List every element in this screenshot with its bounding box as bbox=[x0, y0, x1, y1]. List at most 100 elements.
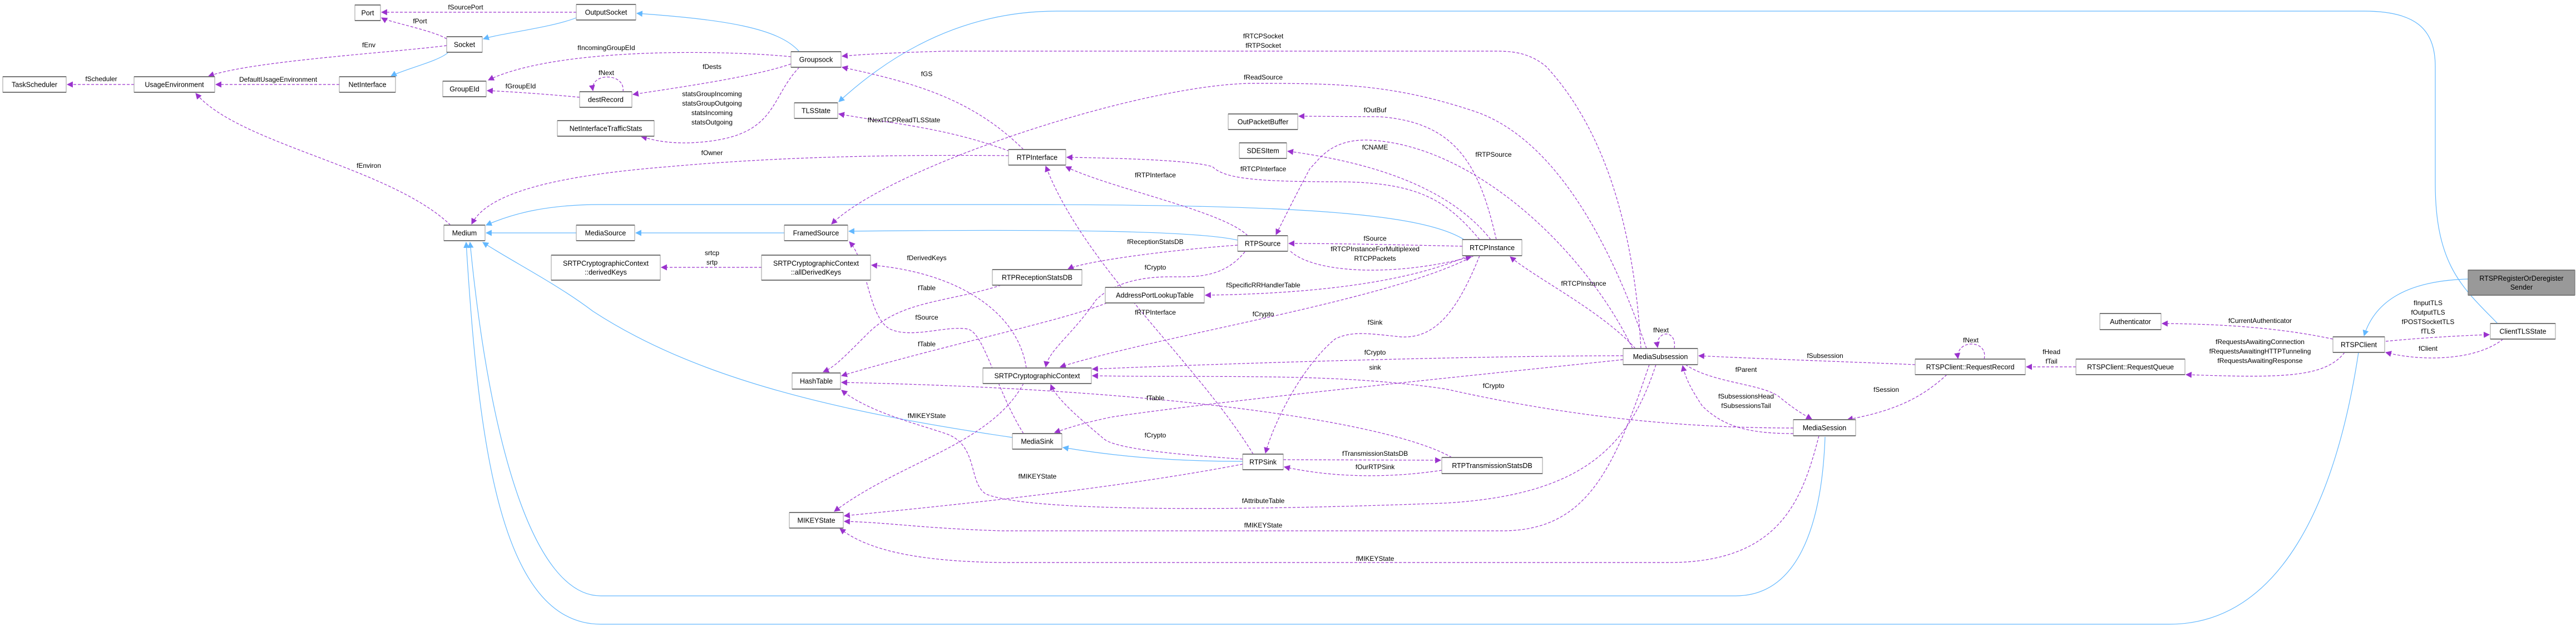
edge-label: fNext bbox=[599, 69, 615, 77]
class-node-sdesitem[interactable]: SDESItem bbox=[1239, 142, 1287, 159]
edge-label: fEnv bbox=[362, 41, 375, 49]
node-box bbox=[2332, 336, 2385, 353]
usage-edge-media-session-to-mikeystate bbox=[839, 435, 1819, 563]
edge-label: sink bbox=[1369, 364, 1381, 371]
edge-label: RTCPPackets bbox=[1354, 255, 1396, 262]
edge-label: fOutputTLS bbox=[2411, 308, 2445, 316]
class-node-dest-record[interactable]: destRecord bbox=[579, 91, 632, 108]
usage-edge-media-subsession-to-rtcpinstance bbox=[1510, 256, 1636, 349]
node-label: RTPSource bbox=[1245, 240, 1280, 247]
edge-label: fMIKEYState bbox=[1244, 521, 1283, 529]
edges-layer bbox=[66, 9, 2504, 625]
edge-label: fCNAME bbox=[1362, 143, 1388, 151]
edge-label: fDests bbox=[703, 63, 721, 71]
usage-edge-address-port-lookup-table-to-hash-table bbox=[840, 302, 1107, 377]
node-label: MIKEYState bbox=[797, 516, 835, 524]
inheritance-edge-client-tlsstate-to-tlsstate bbox=[838, 11, 2498, 324]
edge-label: fDerivedKeys bbox=[907, 254, 946, 262]
usage-edge-dest-record-to-group-eid bbox=[486, 87, 580, 98]
usage-edge-rtcpinstance-to-out-packet-buffer bbox=[1298, 113, 1497, 240]
edge-label: fMIKEYState bbox=[1018, 472, 1057, 480]
edge-label: fSource bbox=[1363, 235, 1387, 242]
class-node-rtpsink[interactable]: RTPSink bbox=[1242, 454, 1284, 470]
edge-label: fReceptionStatsDB bbox=[1127, 238, 1183, 246]
edge-label: fSpecificRRHandlerTable bbox=[1226, 281, 1301, 289]
edge-label: fSubsessionsTail bbox=[1721, 402, 1771, 410]
class-node-groupsock[interactable]: Groupsock bbox=[790, 51, 842, 68]
class-node-srtpcryptographic-context[interactable]: SRTPCryptographicContext bbox=[982, 367, 1092, 384]
inheritance-edge-rtpsink-to-media-sink bbox=[1062, 445, 1243, 462]
usage-edge-medium-to-usage-environment bbox=[195, 93, 451, 226]
usage-edge-media-subsession-to-media-session bbox=[1685, 364, 1812, 420]
class-node-rtpinterface[interactable]: RTPInterface bbox=[1008, 149, 1066, 166]
node-box bbox=[982, 367, 1092, 384]
class-node-group-eid[interactable]: GroupEId bbox=[442, 81, 487, 97]
node-label: ClientTLSState bbox=[2499, 327, 2546, 335]
usage-edge-rtpsource-to-rtcpinstance bbox=[1290, 251, 1472, 271]
usage-edge-media-subsession-to-media-subsession bbox=[1653, 334, 1675, 349]
class-node-rtptransmission-stats-db[interactable]: RTPTransmissionStatsDB bbox=[1441, 457, 1543, 474]
edge-label: fRTCPInstanceForMultiplexed bbox=[1331, 245, 1420, 253]
class-node-rtcpinstance[interactable]: RTCPInstance bbox=[1462, 239, 1522, 256]
edge-label: fNextTCPReadTLSState bbox=[868, 116, 941, 124]
node-box bbox=[1008, 149, 1066, 166]
usage-edge-srtpcryptographic-context-to-mikeystate bbox=[834, 383, 1024, 512]
class-node-authenticator[interactable]: Authenticator bbox=[2099, 313, 2162, 330]
class-node-task-scheduler[interactable]: TaskScheduler bbox=[2, 76, 67, 93]
class-node-out-packet-buffer[interactable]: OutPacketBuffer bbox=[1228, 113, 1298, 130]
edge-label: fMIKEYState bbox=[1356, 555, 1395, 563]
class-node-client-tlsstate[interactable]: ClientTLSState bbox=[2490, 323, 2556, 340]
usage-edge-rtcpinstance-to-sdesitem bbox=[1287, 148, 1491, 240]
class-node-medium[interactable]: Medium bbox=[443, 225, 486, 241]
edge-label: fRequestsAwaitingConnection bbox=[2216, 338, 2305, 346]
node-label: RTSPClient bbox=[2341, 341, 2377, 349]
inheritance-edge-rtspregister-or-deregister-sender-to-rtspclient bbox=[2362, 278, 2469, 337]
edge-label: fPort bbox=[413, 17, 427, 25]
node-box bbox=[551, 255, 661, 281]
class-node-socket[interactable]: Socket bbox=[446, 36, 483, 53]
class-node-media-session[interactable]: MediaSession bbox=[1793, 419, 1856, 436]
inheritance-edge-rtpsource-to-framed-source bbox=[848, 228, 1238, 241]
class-node-all-derived-keys[interactable]: SRTPCryptographicContext::allDerivedKeys bbox=[761, 255, 871, 281]
class-node-address-port-lookup-table[interactable]: AddressPortLookupTable bbox=[1105, 287, 1205, 303]
node-box bbox=[761, 255, 871, 281]
class-node-tlsstate[interactable]: TLSState bbox=[794, 102, 838, 119]
class-node-media-source[interactable]: MediaSource bbox=[576, 225, 635, 241]
class-node-rtpreception-stats-db[interactable]: RTPReceptionStatsDB bbox=[992, 269, 1082, 286]
node-label: TLSState bbox=[802, 107, 830, 115]
class-node-hash-table[interactable]: HashTable bbox=[792, 372, 841, 390]
edge-label: fPOSTSocketTLS bbox=[2402, 318, 2455, 326]
class-node-media-sink[interactable]: MediaSink bbox=[1012, 433, 1062, 450]
class-node-port[interactable]: Port bbox=[354, 4, 381, 21]
class-node-derived-keys[interactable]: SRTPCryptographicContext::derivedKeys bbox=[551, 255, 661, 281]
usage-edge-rtspclient-to-client-tlsstate bbox=[2385, 331, 2490, 342]
inheritance-edge-groupsock-to-output-socket bbox=[636, 11, 800, 52]
class-node-mikeystate[interactable]: MIKEYState bbox=[789, 512, 844, 529]
class-node-usage-environment[interactable]: UsageEnvironment bbox=[134, 76, 215, 93]
usage-edge-media-subsession-to-groupsock bbox=[841, 51, 1641, 349]
class-node-net-interface[interactable]: NetInterface bbox=[339, 76, 396, 93]
usage-edge-rtpsource-to-rtpinterface bbox=[1065, 166, 1248, 236]
usage-edge-rtpsource-to-rtpreception-stats-db bbox=[1067, 245, 1238, 270]
node-box bbox=[1239, 142, 1287, 159]
edge-label: fSource bbox=[915, 314, 938, 321]
class-node-media-subsession[interactable]: MediaSubsession bbox=[1623, 348, 1698, 365]
class-node-request-queue[interactable]: RTSPClient::RequestQueue bbox=[2075, 359, 2186, 375]
class-node-rtspclient[interactable]: RTSPClient bbox=[2332, 336, 2385, 353]
class-node-output-socket[interactable]: OutputSocket bbox=[576, 4, 636, 21]
edge-label: fOwner bbox=[701, 149, 723, 157]
node-label: RTSPClient::RequestQueue bbox=[2087, 363, 2174, 371]
class-node-net-interface-traffic-stats[interactable]: NetInterfaceTrafficStats bbox=[557, 120, 655, 137]
edge-label: fOurRTPSink bbox=[1356, 463, 1395, 471]
node-label: Port bbox=[362, 9, 374, 17]
node-label: MediaSession bbox=[1803, 424, 1847, 432]
edge-label: fCrypto bbox=[1145, 263, 1166, 271]
class-node-framed-source[interactable]: FramedSource bbox=[784, 225, 848, 241]
usage-edge-rtcpinstance-to-rtpsink bbox=[1264, 255, 1480, 454]
class-node-rtpsource[interactable]: RTPSource bbox=[1237, 235, 1288, 252]
edge-label: fSubsession bbox=[1807, 352, 1843, 360]
edge-label: fRTCPInterface bbox=[1240, 165, 1287, 173]
edge-label: statsOutgoing bbox=[691, 118, 733, 126]
node-label: SDESItem bbox=[1247, 147, 1279, 155]
class-node-request-record[interactable]: RTSPClient::RequestRecord bbox=[1915, 359, 2026, 375]
